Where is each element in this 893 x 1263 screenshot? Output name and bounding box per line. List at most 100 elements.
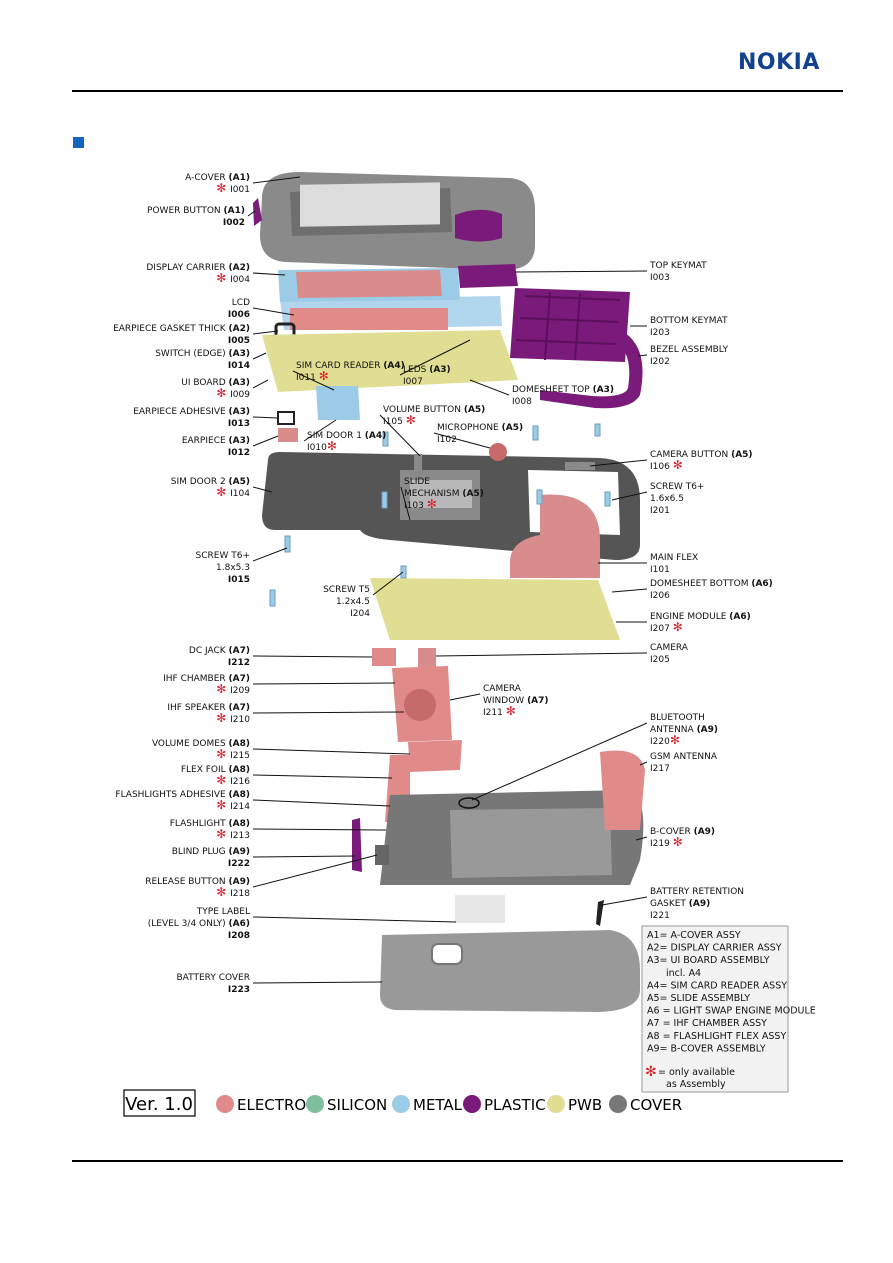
- volume-domes-part: [408, 740, 462, 772]
- star-icon: ✻: [216, 827, 230, 841]
- label-ihf-speaker: IHF SPEAKER (A7)✻ I210: [167, 703, 250, 725]
- label-line: LCD: [232, 298, 250, 308]
- label-line: ✻ I209: [216, 682, 250, 696]
- label-line: I101: [650, 565, 670, 575]
- leader-line: [635, 836, 648, 841]
- screw-t6-part: [381, 491, 388, 509]
- label-earpiece-adhesive: EARPIECE ADHESIVE (A3)I013: [133, 407, 250, 429]
- label-line: I102: [437, 435, 457, 445]
- leader-line: [252, 682, 396, 685]
- label-line: I002: [223, 218, 245, 228]
- legend-swatch: [547, 1095, 565, 1113]
- star-icon: ✻: [216, 682, 230, 696]
- leader-line: [471, 722, 648, 801]
- star-icon: ✻: [319, 369, 329, 383]
- label-line: SCREW T5: [323, 585, 370, 595]
- star-icon: ✻: [406, 413, 416, 427]
- version-label: Ver. 1.0: [125, 1094, 193, 1115]
- screw-t6-part: [594, 423, 601, 437]
- leader-line: [399, 339, 471, 376]
- star-icon: ✻: [673, 835, 683, 849]
- label-sim-door-2: SIM DOOR 2 (A5)✻ I104: [171, 477, 251, 499]
- star-icon: ✻: [216, 747, 230, 761]
- label-line: I015: [228, 575, 250, 585]
- label-line: CAMERA: [650, 643, 689, 653]
- leader-line: [252, 655, 373, 658]
- label-line: I201: [650, 506, 670, 516]
- screw-t6-part: [536, 489, 543, 505]
- label-line: I011 ✻: [296, 369, 329, 383]
- leader-line: [252, 748, 411, 755]
- leader-line: [611, 491, 648, 501]
- leader-line: [611, 588, 648, 593]
- label-line: CAMERA BUTTON (A5): [650, 450, 753, 460]
- version-box: [123, 1089, 196, 1117]
- leader-line: [252, 176, 301, 184]
- label-line: BOTTOM KEYMAT: [650, 316, 728, 326]
- label-line: MAIN FLEX: [650, 553, 698, 563]
- star-icon: ✻: [673, 458, 683, 472]
- leader-line: [372, 571, 404, 596]
- label-line: I103 ✻: [404, 497, 437, 511]
- label-line: B-COVER (A9): [650, 827, 715, 837]
- label-earpiece-gasket: EARPIECE GASKET THICK (A2)I005: [113, 324, 250, 346]
- leader-line: [639, 761, 648, 766]
- lcd-part: [290, 308, 448, 330]
- label-flashlights-adhesive: FLASHLIGHTS ADHESIVE (A8)✻ I214: [115, 790, 250, 812]
- footer-rule: [72, 1160, 843, 1162]
- label-power-button: POWER BUTTON (A1) I002: [147, 206, 245, 228]
- leader-line: [514, 270, 648, 273]
- star-icon: ✻: [427, 497, 437, 511]
- b-cover-inner: [450, 808, 612, 878]
- label-line: WINDOW (A7): [483, 696, 549, 706]
- leader-line: [252, 981, 383, 984]
- assembly-note: A7 = IHF CHAMBER ASSY: [647, 1018, 767, 1029]
- label-blind-plug: BLIND PLUG (A9)I222: [172, 847, 250, 869]
- label-line: ANTENNA (A9): [650, 725, 718, 735]
- leader-line: [252, 486, 273, 493]
- label-flashlight: FLASHLIGHT (A8)✻ I213: [170, 819, 250, 841]
- label-line: A-COVER (A1): [185, 173, 250, 183]
- label-line: POWER BUTTON (A1): [147, 206, 245, 216]
- label-line: I105 ✻: [383, 413, 416, 427]
- star-icon: ✻: [216, 798, 230, 812]
- label-line: I014: [228, 361, 250, 371]
- label-leds: LEDS (A3)I007: [403, 365, 451, 387]
- assembly-note: incl. A4: [666, 968, 701, 979]
- legend-swatch: [463, 1095, 481, 1113]
- earpiece-part: [278, 428, 298, 442]
- label-line: GASKET (A9): [650, 899, 710, 909]
- star-icon: ✻: [327, 439, 337, 453]
- screw-t6-part: [532, 425, 539, 441]
- legend-swatch: [609, 1095, 627, 1113]
- label-line: I204: [350, 609, 370, 619]
- a-cover-part: [260, 172, 535, 270]
- battery-retention-gasket-part: [596, 900, 604, 926]
- label-line: EARPIECE GASKET THICK (A2): [113, 324, 250, 334]
- label-line: SCREW T6+: [196, 551, 250, 561]
- assembly-note: A8 = FLASHLIGHT FLEX ASSY: [647, 1031, 786, 1042]
- label-line: I008: [512, 397, 532, 407]
- assembly-note: A3= UI BOARD ASSEMBLY: [647, 955, 770, 966]
- label-line: I202: [650, 357, 670, 367]
- label-engine-module: ENGINE MODULE (A6)I207 ✻: [650, 612, 751, 634]
- label-line: BATTERY COVER: [177, 973, 251, 983]
- label-line: ✻ I210: [216, 711, 250, 725]
- label-line: (LEVEL 3/4 ONLY) (A6): [148, 919, 250, 929]
- leader-line: [252, 855, 356, 858]
- only-available-note: as Assembly: [666, 1079, 726, 1090]
- leader-line: [247, 210, 256, 217]
- label-type-label: TYPE LABEL(LEVEL 3/4 ONLY) (A6)I208: [148, 907, 250, 941]
- label-line: I217: [650, 764, 670, 774]
- label-line: 1.2x4.5: [336, 597, 370, 607]
- label-line: MICROPHONE (A5): [437, 423, 523, 433]
- label-line: SIM DOOR 1 (A4): [307, 431, 386, 441]
- label-ui-board: UI BOARD (A3)✻ I009: [181, 378, 250, 400]
- label-line: FLASHLIGHTS ADHESIVE (A8): [115, 790, 250, 800]
- label-switch-edge: SWITCH (EDGE) (A3)I014: [155, 349, 250, 371]
